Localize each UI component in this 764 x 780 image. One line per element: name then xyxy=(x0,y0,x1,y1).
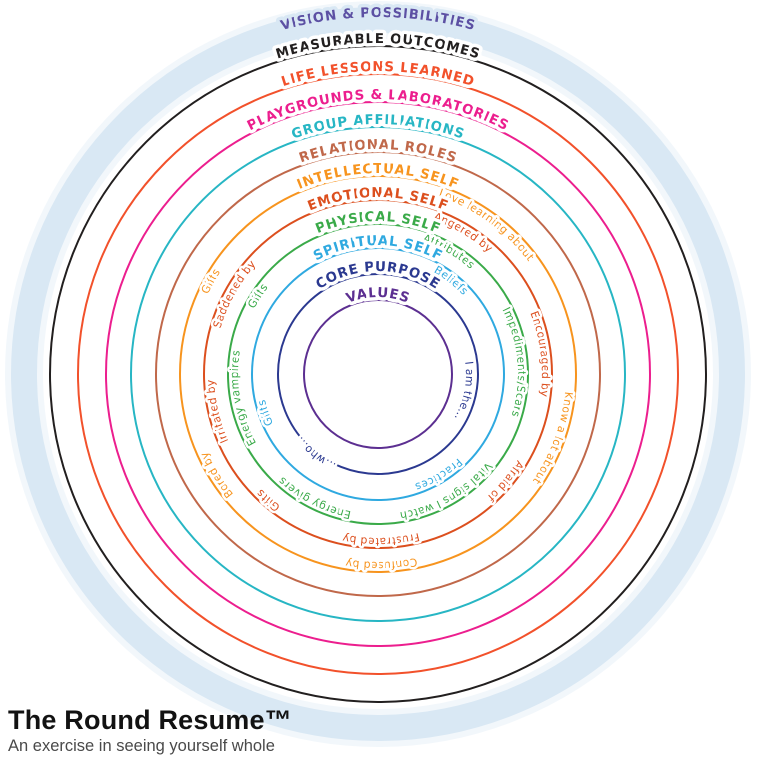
ring-circle-intellectual-self xyxy=(179,175,577,573)
annotation-intellectual-self-3: Confused by xyxy=(344,555,418,572)
page-title: The Round Resume™ xyxy=(8,705,292,735)
ring-circle-life-lessons-learned xyxy=(77,73,679,675)
page-subtitle: An exercise in seeing yourself whole xyxy=(8,737,275,756)
ring-circle-spiritual-self xyxy=(251,247,505,501)
vision-band xyxy=(11,7,745,741)
annotation-emotional-self-2: Encouraged by xyxy=(527,309,552,398)
annotation-core-purpose-1: ...who... xyxy=(293,434,338,473)
ring-circle-measurable-outcomes xyxy=(49,45,707,703)
ring-label-values: VALUES xyxy=(344,285,412,307)
ring-label-life-lessons-learned: LIFE LESSONS LEARNED xyxy=(279,59,476,90)
ring-circle-physical-self xyxy=(227,223,529,525)
ring-circle-core-purpose xyxy=(277,273,479,475)
ring-circle-values xyxy=(303,299,453,449)
ring-circle-emotional-self xyxy=(203,199,553,549)
ring-label-physical-self: PHYSICAL SELF xyxy=(313,209,442,237)
annotation-intellectual-self-4: Bored by xyxy=(197,450,235,501)
ring-circle-relational-roles xyxy=(155,151,601,597)
ring-circle-group-affiliations xyxy=(130,126,626,622)
annotation-physical-self-4: Energy givers xyxy=(276,474,352,521)
ring-circle-playgrounds-laboratories xyxy=(105,101,651,647)
caption-block: The Round Resume™ An exercise in seeing … xyxy=(8,706,292,756)
annotation-intellectual-self-2: Know a lot about xyxy=(530,391,575,487)
annotation-core-purpose-0: I am the... xyxy=(452,361,477,423)
